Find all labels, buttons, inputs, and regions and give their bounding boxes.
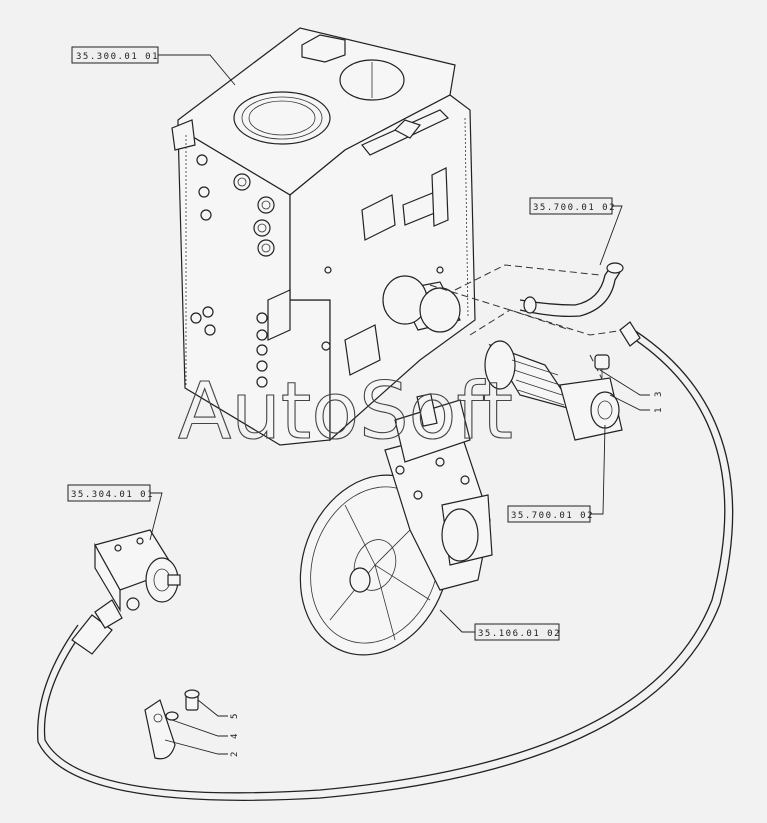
ref-label-pipe-upper: 35.700.01 02 [529,197,616,215]
upper-pipe [519,262,624,318]
ref-text-pipe-upper: 35.700.01 02 [533,203,616,213]
hydraulic-hose [37,321,734,801]
gear-pump [94,529,181,613]
ref-text-gear-pump: 35.304.01 01 [71,490,154,500]
transmission-housing [171,27,476,446]
ref-text-transmission-housing: 35.300.01 01 [76,52,159,62]
watermark: AutoSoft [178,367,513,457]
item-number-3: 3 [654,392,664,397]
item-number-5: 5 [230,714,240,719]
housing-fittings [190,154,444,388]
housing-filter-cylinder [382,275,461,333]
leader-lines [149,54,650,755]
item-numbers: 3 1 5 4 2 [230,392,664,757]
ref-label-main-pump: 35.106.01 02 [474,623,561,641]
clamp-hardware [144,689,200,760]
item-number-4: 4 [230,734,240,739]
ref-text-main-pump: 35.106.01 02 [478,629,561,639]
main-pump-assembly [299,393,493,656]
ref-label-gear-pump: 35.304.01 01 [67,484,154,502]
item-number-1: 1 [654,408,664,413]
ref-label-transmission-housing: 35.300.01 01 [71,46,159,64]
item-number-2: 2 [230,752,240,757]
ref-label-pump-side: 35.700.01 02 [507,505,594,523]
ref-text-pump-side: 35.700.01 02 [511,511,594,521]
